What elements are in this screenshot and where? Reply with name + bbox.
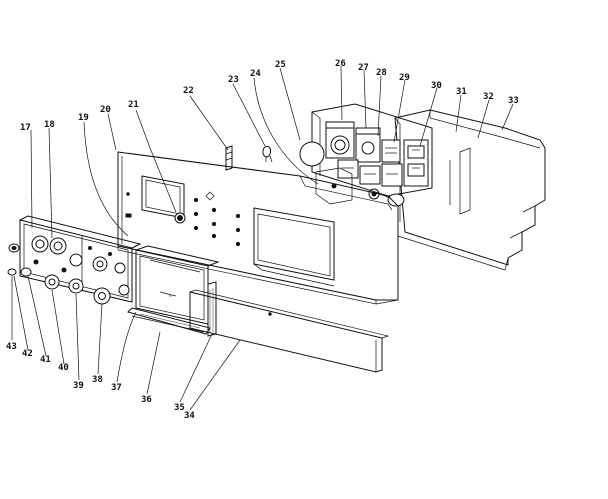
callout-27: 27 bbox=[358, 63, 369, 73]
trim-strip bbox=[189, 289, 390, 373]
callout-30: 30 bbox=[431, 81, 442, 91]
callout-31: 31 bbox=[456, 87, 467, 97]
bracket-part bbox=[225, 145, 233, 171]
callout-40: 40 bbox=[58, 363, 69, 373]
callout-39: 39 bbox=[73, 381, 84, 391]
lens-panel: ~ bbox=[127, 245, 220, 337]
callout-41: 41 bbox=[40, 355, 51, 365]
svg-text:~: ~ bbox=[168, 294, 172, 300]
callout-24: 24 bbox=[250, 69, 261, 79]
callout-33: 33 bbox=[508, 96, 519, 106]
console-panel bbox=[117, 151, 399, 305]
callout-17: 17 bbox=[20, 123, 31, 133]
rear-housing bbox=[394, 109, 546, 271]
callout-34: 34 bbox=[184, 411, 195, 421]
callout-36: 36 bbox=[141, 395, 152, 405]
switch-module bbox=[311, 103, 433, 197]
callout-labels: 17 18 19 20 21 22 23 24 25 26 27 28 29 3… bbox=[6, 59, 519, 421]
callout-19: 19 bbox=[78, 113, 89, 123]
callout-21: 21 bbox=[128, 100, 139, 110]
callout-35: 35 bbox=[174, 403, 185, 413]
callout-37: 37 bbox=[111, 383, 122, 393]
callout-20: 20 bbox=[100, 105, 111, 115]
callout-28: 28 bbox=[376, 68, 387, 78]
clip-part bbox=[262, 145, 273, 163]
control-plate bbox=[19, 215, 142, 303]
control-knobs bbox=[7, 243, 130, 305]
callout-32: 32 bbox=[483, 92, 494, 102]
callout-25: 25 bbox=[275, 60, 286, 70]
callout-22: 22 bbox=[183, 86, 194, 96]
callout-18: 18 bbox=[44, 120, 55, 130]
callout-43: 43 bbox=[6, 342, 17, 352]
callout-38: 38 bbox=[92, 375, 103, 385]
callout-26: 26 bbox=[335, 59, 346, 69]
callout-29: 29 bbox=[399, 73, 410, 83]
leader-lines bbox=[11, 65, 514, 411]
callout-42: 42 bbox=[22, 349, 33, 359]
panel-buttons bbox=[125, 191, 241, 247]
callout-23: 23 bbox=[228, 75, 239, 85]
